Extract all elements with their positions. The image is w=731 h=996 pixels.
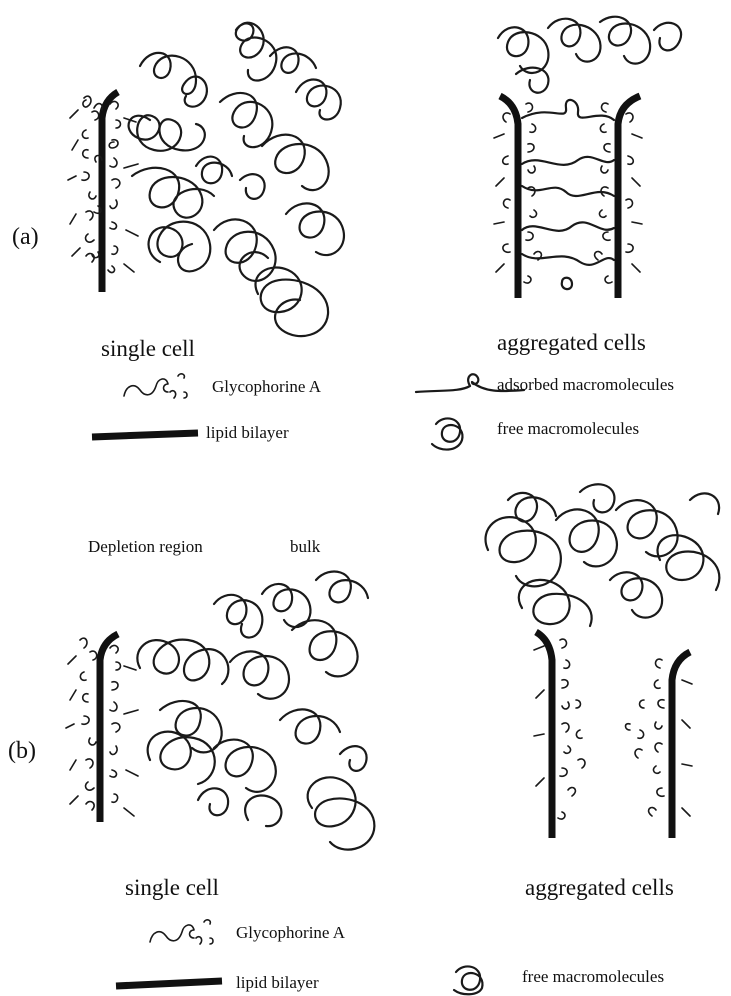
- panel-a: (a): [12, 17, 681, 450]
- bulk-label: bulk: [290, 537, 321, 556]
- panel-b-legend: Glycophorine A lipid bilayer free macrom…: [116, 920, 664, 994]
- lipid-bilayer-b-right-2: [672, 652, 690, 838]
- free-macromolecule-icon-b: [454, 966, 482, 994]
- panel-a-aggregated-cells-caption: aggregated cells: [497, 330, 646, 355]
- panel-b-label: (b): [8, 738, 36, 764]
- bilayer-icon: [92, 433, 198, 437]
- legend-a-adsorbed: adsorbed macromolecules: [497, 375, 674, 394]
- panel-a-single-cell-caption: single cell: [101, 336, 195, 361]
- panel-b-aggregated-cells-caption: aggregated cells: [525, 875, 674, 900]
- panel-b-single-cell-caption: single cell: [125, 875, 219, 900]
- lipid-bilayer-a-right-1: [500, 96, 518, 298]
- legend-a-bilayer: lipid bilayer: [206, 423, 289, 442]
- free-macromolecules-b-left: [137, 571, 374, 849]
- panel-a-label: (a): [12, 224, 39, 250]
- depletion-region-label: Depletion region: [88, 537, 203, 556]
- legend-b-glycophorin: Glycophorine A: [236, 923, 346, 942]
- free-macromolecules-b-right: [486, 484, 720, 626]
- legend-b-bilayer: lipid bilayer: [236, 973, 319, 992]
- glycophorin-fuzz-b-right: [534, 639, 692, 819]
- legend-b-free: free macromolecules: [522, 967, 664, 986]
- legend-a-glycophorin: Glycophorine A: [212, 377, 322, 396]
- lipid-bilayer-a-left: [102, 92, 118, 292]
- legend-a-free: free macromolecules: [497, 419, 639, 438]
- glycophorin-icon: [124, 374, 187, 398]
- bilayer-icon-b: [116, 981, 222, 986]
- panel-b: (b) Depletion region bulk: [8, 484, 719, 994]
- free-macromolecule-icon: [432, 418, 462, 449]
- glycophorin-icon-b: [150, 920, 213, 944]
- panel-a-legend: Glycophorine A adsorbed macromolecules l…: [92, 374, 674, 450]
- free-macromolecules-a-right: [498, 17, 681, 93]
- free-macromolecules-a-left: [129, 23, 344, 336]
